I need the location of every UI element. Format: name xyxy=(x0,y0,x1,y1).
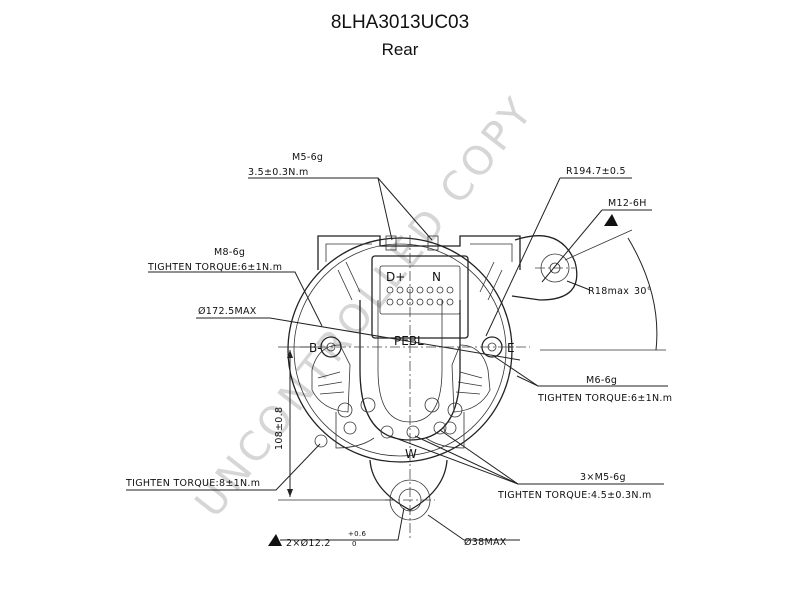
terminal-n: N xyxy=(432,270,441,284)
hole-tolerance-upper: +0.6 xyxy=(348,530,366,538)
angle-label: 30° xyxy=(634,286,652,297)
terminal-w: W xyxy=(405,447,417,461)
w-terminal-stud xyxy=(380,425,394,439)
leader-lines xyxy=(126,177,668,541)
m5-thread-label: M5-6g xyxy=(292,152,323,163)
m8-thread-label: M8-6g xyxy=(214,247,245,258)
radius-label: R194.7±0.5 xyxy=(566,166,626,177)
triangle-marker-icon xyxy=(604,214,618,226)
m5x3-torque-label: TIGHTEN TORQUE:4.5±0.3N.m xyxy=(497,490,652,501)
diameter-max-label: Ø172.5MAX xyxy=(198,306,257,317)
m5x3-thread-label: 3×M5-6g xyxy=(580,472,626,483)
m8-torque-label: TIGHTEN TORQUE:6±1N.m xyxy=(147,262,282,273)
terminal-b-minus: B- xyxy=(309,341,322,355)
r18-label: R18max xyxy=(588,286,629,297)
hole-tolerance-lower: 0 xyxy=(352,540,357,548)
triangle-marker-icon xyxy=(268,534,282,546)
m12-thread-label: M12-6H xyxy=(608,198,647,209)
centre-lines xyxy=(300,235,575,540)
height-dimension-label: 108±0.8 xyxy=(274,407,285,450)
bottom-left-torque-label: TIGHTEN TORQUE:8±1N.m xyxy=(125,478,260,489)
hole-diameter-label: 2×Ø12.2 xyxy=(286,538,331,549)
m5-torque-label: 3.5±0.3N.m xyxy=(248,167,309,178)
boss-diameter-label: Ø38MAX xyxy=(464,537,507,548)
terminal-d-plus: D+ xyxy=(386,270,405,284)
m6-thread-label: M6-6g xyxy=(586,375,617,386)
m6-torque-label: TIGHTEN TORQUE:6±1N.m xyxy=(537,393,672,404)
terminal-e: E xyxy=(507,341,515,355)
part-number-title: 8LHA3013UC03 xyxy=(330,12,470,33)
view-subtitle: Rear xyxy=(381,40,419,59)
